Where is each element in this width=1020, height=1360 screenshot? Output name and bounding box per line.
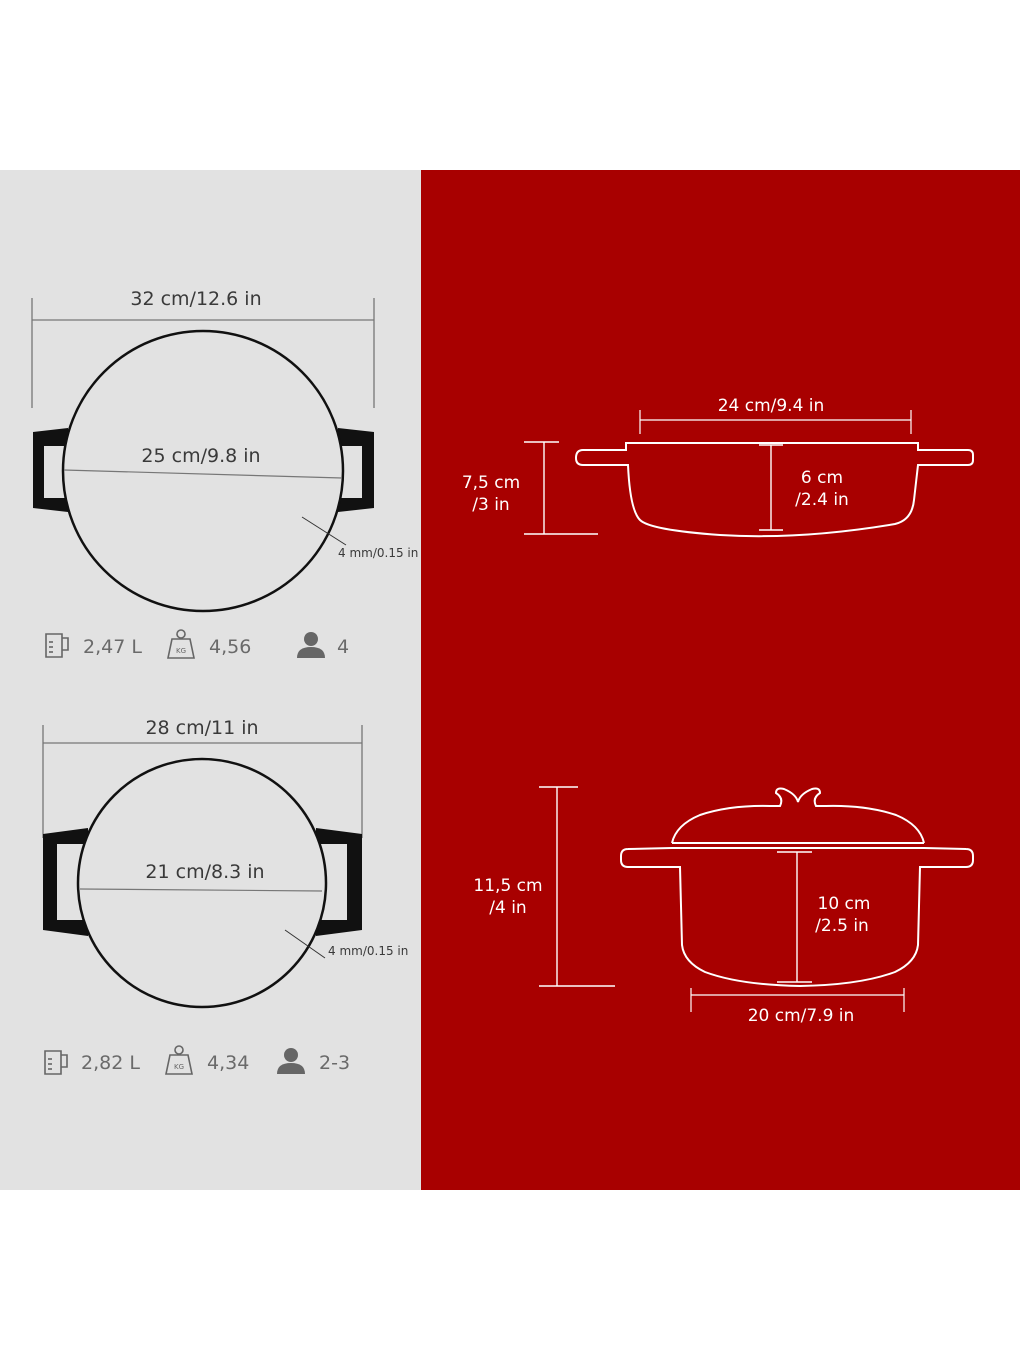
wall-thickness-leader: [301, 516, 347, 546]
top-width-label: 24 cm/9.4 in: [718, 396, 825, 416]
weight-value: 4,56: [209, 636, 251, 658]
kg-weight-icon: KG: [165, 1045, 193, 1075]
volume-value: 2,82 L: [81, 1052, 140, 1074]
total-height-label-in: /4 in: [489, 898, 526, 918]
pot-large-top-view: 32 cm/12.6 in 25 cm/9.8 in 4 mm/0.15 in: [31, 288, 418, 613]
right-handle: [316, 828, 362, 936]
inner-depth-label-cm: 10 cm: [818, 894, 871, 914]
outer-width-label: 32 cm/12.6 in: [130, 288, 261, 310]
wall-thickness-label: 4 mm/0.15 in: [338, 546, 418, 560]
deep-pot-side-view: [539, 786, 974, 1012]
right-panel: [421, 170, 1020, 1190]
svg-text:KG: KG: [176, 647, 186, 655]
inner-depth-label-in: /2.5 in: [815, 916, 869, 936]
servings-value: 4: [337, 636, 349, 658]
total-height-label-cm: 11,5 cm: [473, 876, 542, 896]
outer-width-label: 28 cm/11 in: [145, 717, 258, 739]
inner-diameter-label: 25 cm/9.8 in: [141, 445, 260, 467]
volume-value: 2,47 L: [83, 636, 142, 658]
inner-depth-label-cm: 6 cm: [801, 468, 843, 488]
pot-circle: [61, 329, 345, 613]
measuring-jug-icon: [44, 1050, 68, 1075]
wall-thickness-label: 4 mm/0.15 in: [328, 944, 408, 958]
pot-small-top-view: 28 cm/11 in 21 cm/8.3 in 4 mm/0.15 in: [42, 717, 408, 1009]
wall-thickness-leader: [284, 929, 326, 959]
left-handle: [43, 828, 88, 936]
inner-diameter-line: [63, 469, 343, 479]
svg-text:KG: KG: [174, 1063, 184, 1071]
inner-depth-label-in: /2.4 in: [795, 490, 849, 510]
total-height-label-cm: 7,5 cm: [462, 473, 520, 493]
inner-diameter-line: [79, 888, 323, 892]
pot-circle: [76, 757, 328, 1009]
bottom-width-label: 20 cm/7.9 in: [748, 1006, 855, 1026]
total-height-label-in: /3 in: [472, 495, 509, 515]
outer-width-dimension: [31, 298, 375, 408]
pot-small-specs: 2,82 L KG 4,34 2-3: [44, 1045, 350, 1075]
person-icon: [297, 632, 325, 658]
pot-large-specs: 2,47 L KG 4,56 4: [45, 629, 349, 659]
kg-weight-icon: KG: [167, 629, 195, 659]
measuring-jug-icon: [45, 633, 69, 658]
servings-value: 2-3: [319, 1052, 350, 1074]
inner-diameter-label: 21 cm/8.3 in: [145, 861, 264, 883]
outer-width-dimension: [42, 725, 363, 838]
right-handle: [338, 428, 374, 512]
shallow-pot-side-view: [524, 410, 974, 538]
weight-value: 4,34: [207, 1052, 249, 1074]
person-icon: [277, 1048, 305, 1074]
left-handle: [33, 428, 68, 512]
